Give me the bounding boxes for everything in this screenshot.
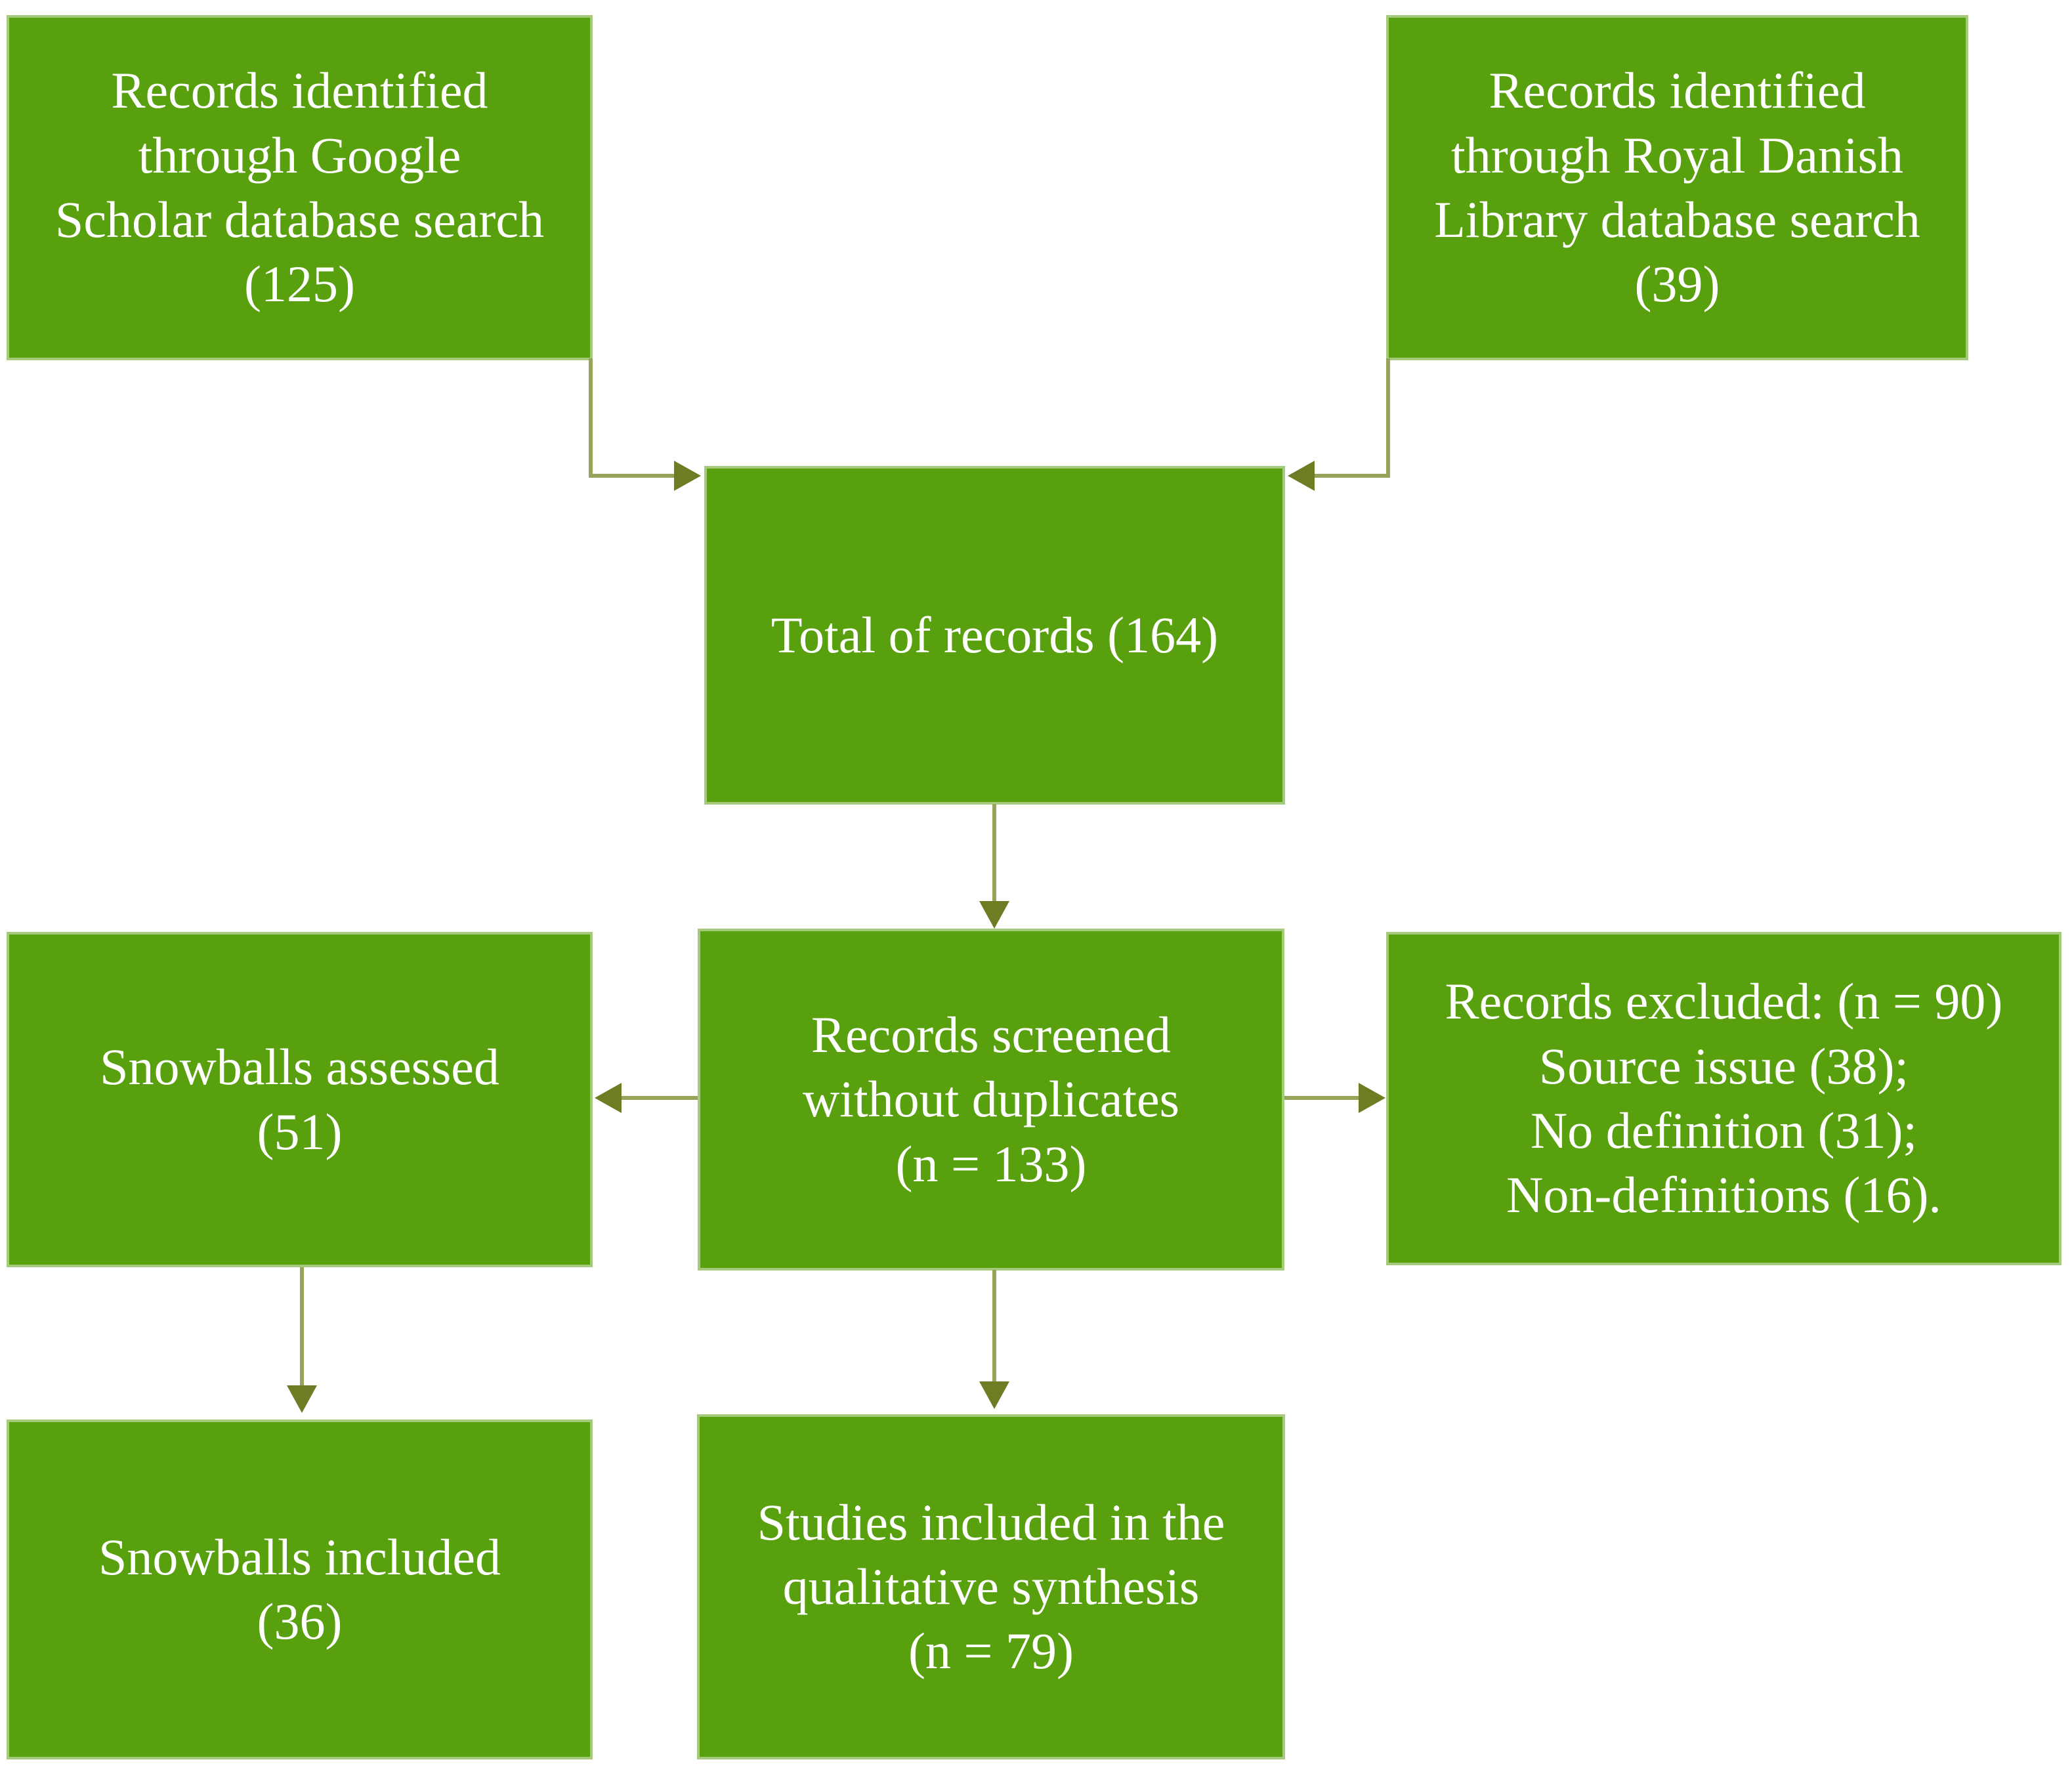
- arrow-assessed-to-included-vline: [300, 1267, 304, 1387]
- arrow-google-to-total-head: [674, 461, 701, 491]
- arrow-screened-to-assessed-hline: [622, 1096, 698, 1100]
- node-records-excluded: Records excluded: (n = 90) Source issue …: [1386, 932, 2061, 1265]
- arrow-royal-to-total-head: [1288, 461, 1315, 491]
- arrow-royal-to-total-vline: [1386, 358, 1390, 478]
- arrow-screened-to-excluded-hline: [1284, 1096, 1359, 1100]
- node-snowballs-included: Snowballs included (36): [7, 1419, 593, 1759]
- arrow-google-to-total-hline: [589, 474, 674, 478]
- node-studies-included: Studies included in the qualitative synt…: [697, 1414, 1285, 1759]
- arrow-royal-to-total-hline: [1315, 474, 1390, 478]
- node-royal-danish-library: Records identified through Royal Danish …: [1386, 15, 1968, 360]
- node-snowballs-assessed: Snowballs assessed (51): [7, 932, 593, 1267]
- arrow-screened-to-studies-head: [979, 1381, 1009, 1409]
- arrow-total-to-screened-vline: [992, 804, 996, 902]
- node-total-records: Total of records (164): [704, 466, 1285, 805]
- node-google-scholar: Records identified through Google Schola…: [7, 15, 593, 360]
- arrow-assessed-to-included-head: [287, 1385, 317, 1413]
- node-records-screened: Records screened without duplicates (n =…: [698, 929, 1284, 1271]
- arrow-screened-to-assessed-head: [595, 1083, 622, 1113]
- arrow-screened-to-studies-vline: [992, 1270, 996, 1383]
- arrow-google-to-total-vline: [589, 358, 593, 478]
- arrow-total-to-screened-head: [979, 901, 1009, 929]
- arrow-screened-to-excluded-head: [1359, 1083, 1385, 1113]
